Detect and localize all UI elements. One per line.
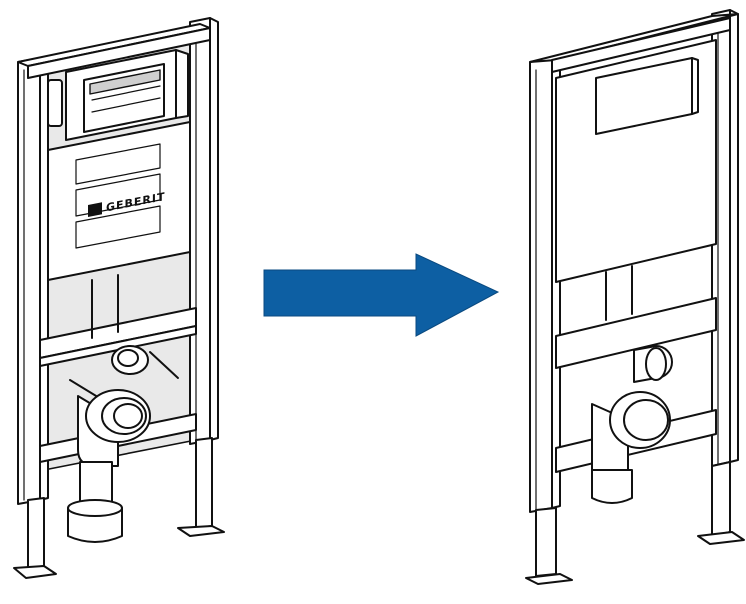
cover-panel[interactable] bbox=[555, 39, 717, 283]
left-post-left bbox=[13, 57, 57, 579]
drain-pipe-left bbox=[67, 461, 123, 543]
right-frame-illustration bbox=[525, 9, 745, 585]
left-frame-illustration: GEBERIT bbox=[13, 17, 225, 579]
drain-elbow-right bbox=[591, 391, 671, 471]
flush-cistern[interactable]: GEBERIT bbox=[47, 121, 191, 281]
water-connection-right bbox=[633, 345, 673, 383]
top-rail-right bbox=[529, 13, 739, 63]
flush-mechanism bbox=[47, 49, 189, 141]
drain-elbow-left bbox=[77, 389, 151, 467]
cross-brace-upper-right bbox=[555, 297, 717, 369]
arrow-right-icon bbox=[263, 253, 500, 337]
water-connection-left bbox=[111, 345, 149, 375]
drain-pipe-right bbox=[591, 469, 633, 504]
right-post-left bbox=[177, 17, 225, 537]
